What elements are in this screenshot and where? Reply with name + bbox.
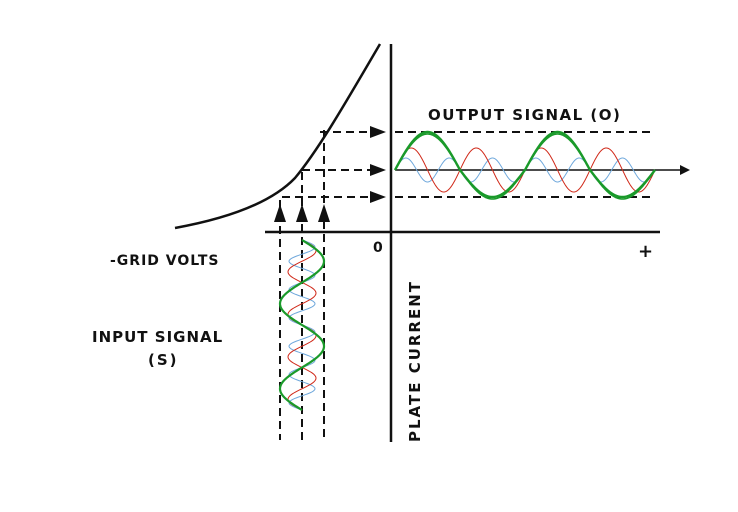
output-axis-arrow	[680, 165, 690, 175]
input-signal-waves	[278, 239, 326, 411]
up-arrow-center	[296, 204, 308, 222]
plate-current-label: PLATE CURRENT	[406, 280, 424, 442]
up-arrow-left	[274, 204, 286, 222]
output-signal-waves	[393, 130, 656, 200]
grid-volts-label: -GRID VOLTS	[110, 253, 220, 269]
projection-arrow-bottom	[370, 191, 386, 203]
zero-label: 0	[373, 240, 383, 256]
up-arrow-right	[318, 204, 330, 222]
output-fundamental-shadow	[394, 133, 656, 200]
projection-arrow-mid	[370, 164, 386, 176]
output-signal-label: OUTPUT SIGNAL (O)	[428, 106, 621, 124]
projection-arrow-top	[370, 126, 386, 138]
output-fundamental	[393, 130, 656, 199]
plus-label: +	[638, 241, 653, 262]
input-signal-label: INPUT SIGNAL	[92, 328, 223, 346]
input-signal-symbol: (S)	[148, 351, 179, 369]
transfer-curve	[174, 43, 382, 230]
input-fundamental	[278, 239, 326, 411]
